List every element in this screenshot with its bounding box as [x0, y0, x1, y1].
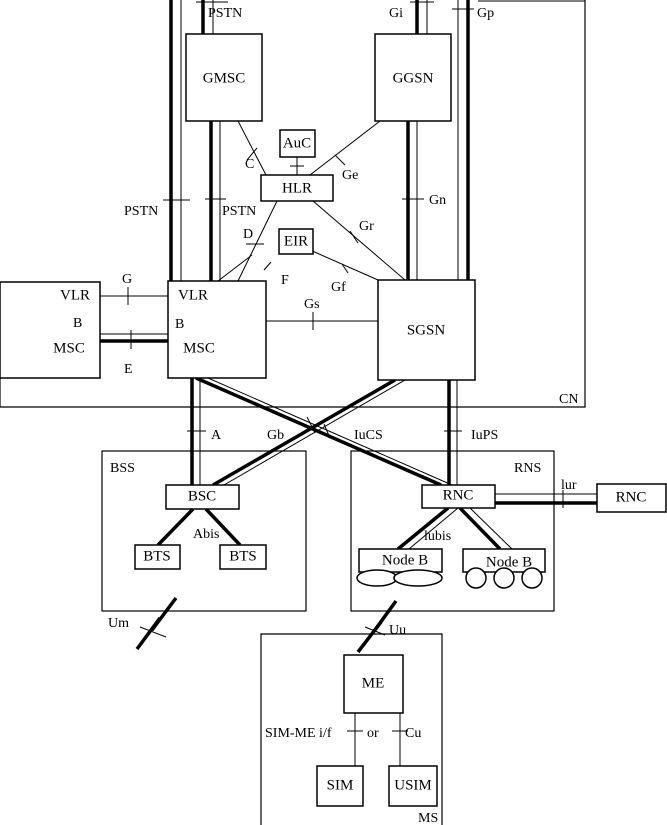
sgsn-label: SGSN — [407, 322, 446, 338]
pstn-top-label: PSTN — [208, 6, 242, 21]
gmsc-node[interactable]: GMSC — [185, 33, 263, 122]
gs-label: Gs — [304, 297, 320, 312]
bsc-label: BSC — [188, 488, 216, 504]
or-label: or — [367, 726, 379, 741]
abis-label: Abis — [193, 527, 219, 542]
cn-region-border — [0, 0, 586, 408]
gf-label: Gf — [331, 280, 346, 295]
d-label: D — [243, 227, 253, 242]
node-b-1[interactable]: Node B — [356, 548, 443, 587]
cn-region-label: CN — [559, 392, 578, 407]
gp-label: Gp — [477, 6, 494, 21]
external-rnc-node[interactable]: RNC — [596, 483, 667, 513]
c-label: C — [245, 157, 254, 172]
rnc-label: RNC — [443, 487, 474, 503]
sim-label: SIM — [327, 777, 354, 793]
bts-node-1[interactable]: BTS — [134, 544, 181, 570]
hlr-node[interactable]: HLR — [260, 174, 334, 202]
a-label: A — [211, 428, 222, 443]
iur-label: lur — [561, 478, 577, 493]
rnc-node[interactable]: RNC — [421, 484, 496, 509]
uu-label: Uu — [389, 623, 406, 638]
ggsn-label: GGSN — [393, 70, 434, 86]
node-b-2[interactable]: Node B — [462, 548, 546, 589]
sgsn-node[interactable]: SGSN — [377, 279, 476, 381]
iucs-label: IuCS — [354, 428, 383, 443]
ms-region — [260, 633, 443, 825]
b-main-label: B — [175, 317, 184, 332]
iubis-label: lubis — [424, 529, 451, 544]
f-label: F — [281, 273, 289, 288]
vlr-label: VLR — [178, 287, 208, 303]
msc-label: MSC — [183, 340, 215, 356]
node-b-1-label: Node B — [382, 552, 428, 568]
e-label: E — [124, 362, 133, 377]
remote-msc-label: MSC — [53, 340, 85, 356]
remote-vlr-msc-node[interactable]: VLR MSC — [0, 281, 101, 379]
bts-node-2[interactable]: BTS — [219, 544, 267, 570]
vlr-msc-node[interactable]: VLR MSC — [167, 280, 267, 379]
gn-label: Gn — [429, 193, 446, 208]
ge-label: Ge — [342, 168, 358, 183]
me-label: ME — [362, 675, 385, 691]
bss-region-label: BSS — [110, 461, 135, 476]
rns-region-label: RNS — [514, 461, 541, 476]
gi-label: Gi — [389, 6, 403, 21]
eir-label: EIR — [284, 233, 308, 249]
usim-label: USIM — [394, 777, 432, 793]
rns-region — [350, 450, 555, 612]
external-rnc-label: RNC — [616, 489, 647, 505]
eir-node[interactable]: EIR — [278, 228, 314, 255]
bss-region — [101, 450, 307, 612]
bsc-node[interactable]: BSC — [165, 484, 240, 510]
um-label: Um — [108, 616, 129, 631]
gb-label: Gb — [267, 428, 284, 443]
hlr-label: HLR — [282, 180, 312, 196]
b-left-label: B — [73, 316, 82, 331]
iups-label: IuPS — [471, 428, 498, 443]
auc-node[interactable]: AuC — [279, 129, 316, 158]
remote-vlr-label: VLR — [60, 287, 90, 303]
sim-node[interactable]: SIM — [316, 765, 364, 807]
node-b-2-label: Node B — [486, 554, 532, 570]
ms-region-label: MS — [418, 811, 438, 825]
me-node[interactable]: ME — [343, 654, 404, 714]
gr-label: Gr — [359, 219, 374, 234]
auc-label: AuC — [283, 135, 311, 151]
bts-1-label: BTS — [143, 548, 171, 564]
gmsc-label: GMSC — [203, 70, 246, 86]
pstn-left-label: PSTN — [124, 204, 158, 219]
cu-label: Cu — [405, 726, 421, 741]
g-label: G — [122, 272, 132, 287]
pstn-mid-label: PSTN — [222, 204, 256, 219]
sim-me-if-label: SIM-ME i/f — [265, 726, 332, 741]
bts-2-label: BTS — [229, 548, 257, 564]
ggsn-node[interactable]: GGSN — [374, 33, 452, 122]
usim-node[interactable]: USIM — [388, 765, 438, 807]
